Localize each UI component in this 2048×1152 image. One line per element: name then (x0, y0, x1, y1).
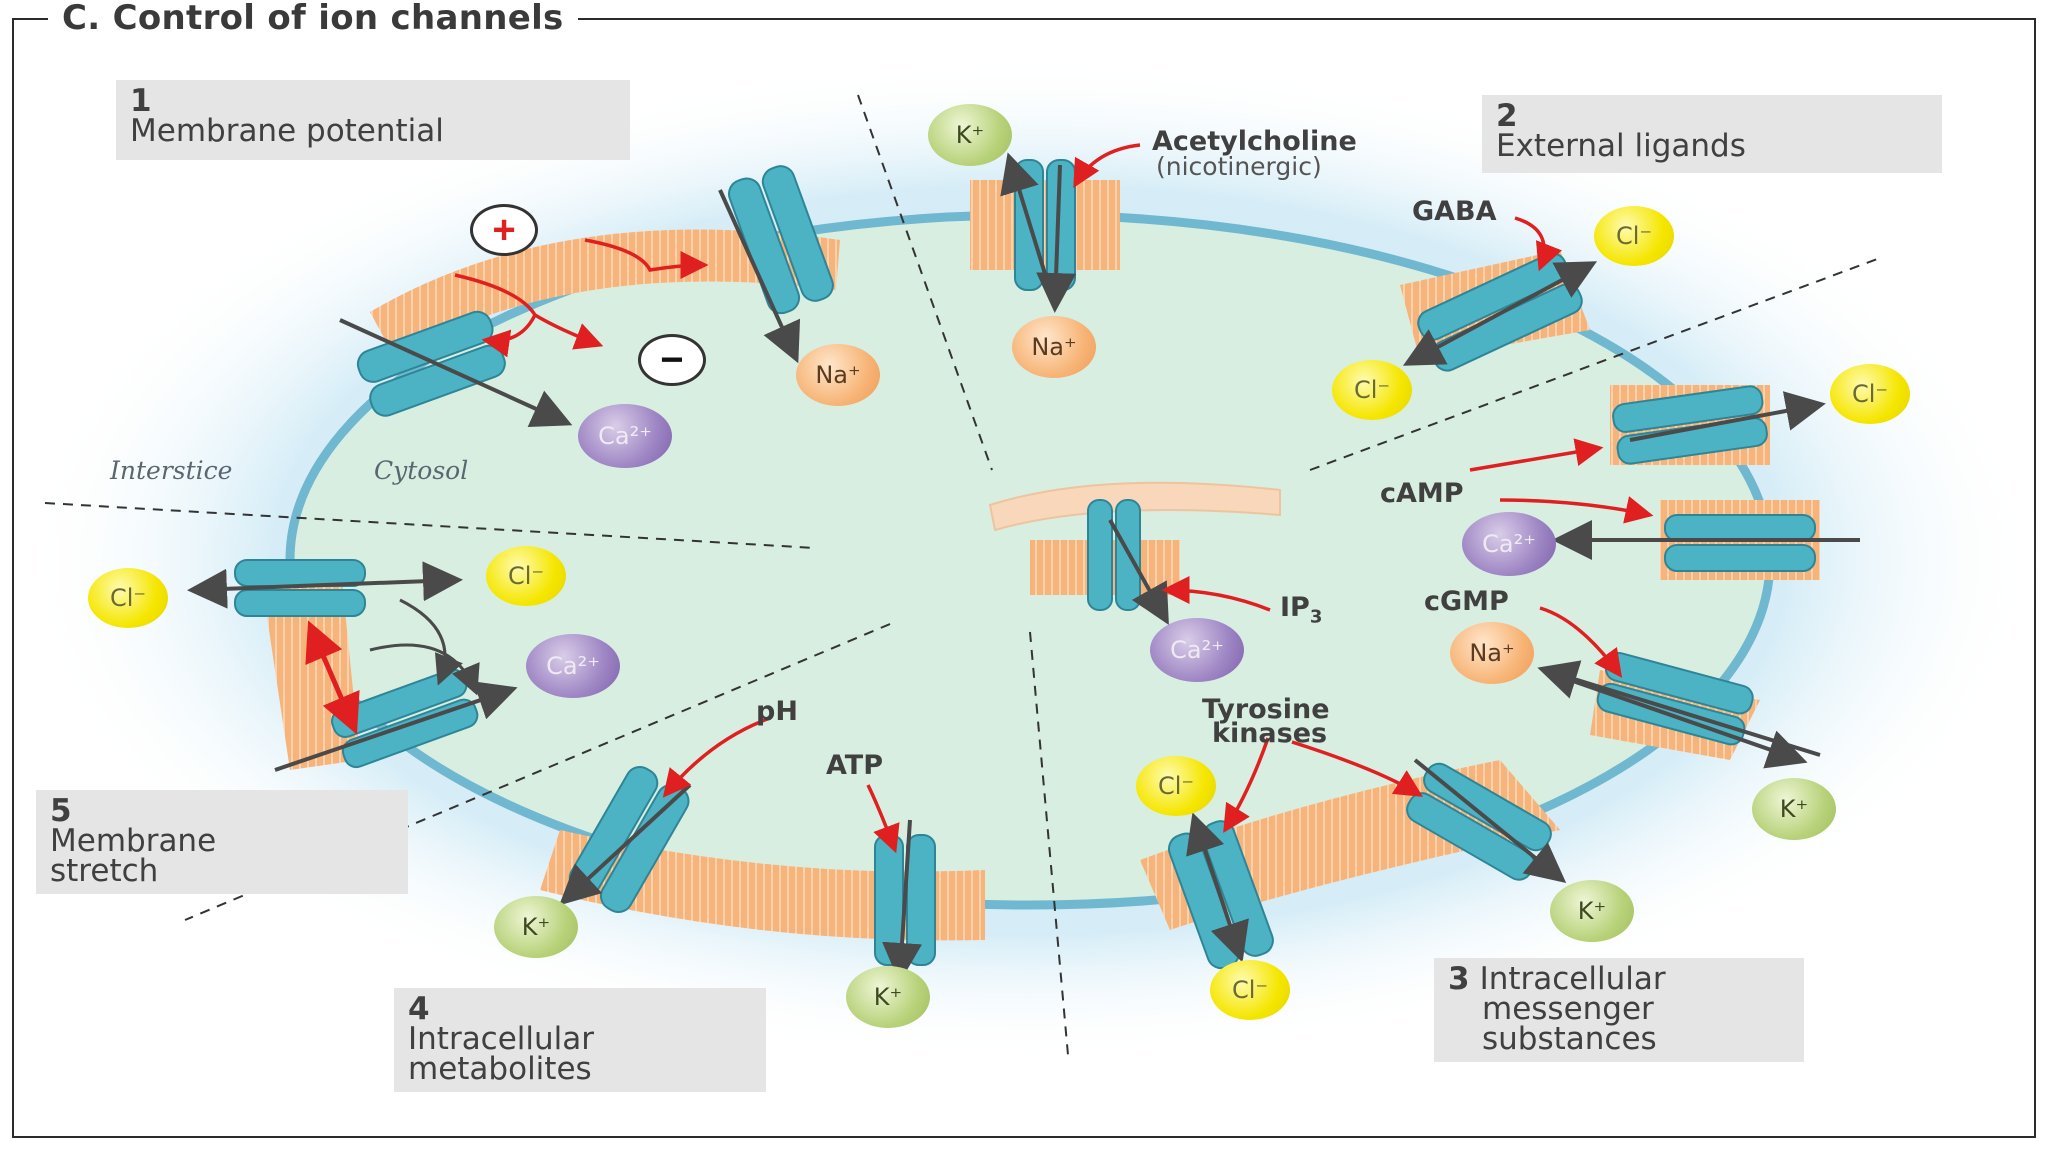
regulator-arrows (305, 143, 1654, 854)
label-atp: ATP (826, 750, 884, 781)
panel-line-1: Intracellular (408, 1021, 595, 1057)
panel-line-2: metabolites (408, 1051, 592, 1087)
panel-text: External ligands (1496, 128, 1746, 164)
plus-sign-icon: + (470, 204, 538, 256)
ion-cl-gaba-out: Cl⁻ (1594, 206, 1674, 266)
label-camp: cAMP (1380, 478, 1464, 509)
label-cgmp: cGMP (1424, 586, 1509, 617)
panel-line-1: Intracellular (1479, 961, 1666, 997)
ion-cl-stretch-out: Cl⁻ (88, 568, 168, 628)
label-ip3: IP3 (1280, 592, 1322, 627)
minus-sign-icon: − (638, 334, 706, 386)
panel-line-1: Membrane (50, 823, 217, 859)
channel-ph (568, 766, 690, 913)
ion-flux-arrows (187, 152, 1860, 983)
panel-number: 1 (130, 83, 152, 119)
panel-line-3: substances (1482, 1021, 1657, 1057)
ion-k-top: K⁺ (928, 104, 1012, 166)
label-gaba: GABA (1412, 196, 1497, 227)
panel-text: Membrane potential (130, 113, 444, 149)
panel-line-2: messenger (1482, 991, 1654, 1027)
ion-ca-camp: Ca²⁺ (1462, 512, 1556, 576)
panel-number: 2 (1496, 98, 1518, 134)
label-acetylcholine: Acetylcholine (1152, 126, 1357, 157)
label-ip3-text: IP (1280, 592, 1310, 623)
ion-ca-upperleft: Ca²⁺ (578, 404, 672, 468)
panel-membrane-potential: 1 Membrane potential (116, 80, 630, 160)
label-interstice: Interstice (110, 456, 233, 485)
figure-title: C. Control of ion channels (62, 0, 564, 38)
minus-sign-text: − (660, 337, 684, 382)
panel-line-2: stretch (50, 853, 159, 889)
channel-atp (874, 834, 936, 966)
ion-cl-tk-top: Cl⁻ (1136, 756, 1216, 816)
label-nicotinergic: (nicotinergic) (1156, 152, 1322, 181)
membrane-segment-2 (970, 180, 1120, 270)
ion-k-ph: K⁺ (494, 896, 578, 958)
ion-cl-camp: Cl⁻ (1830, 364, 1910, 424)
label-ip3-subscript: 3 (1309, 606, 1323, 628)
panel-external-ligands: 2 External ligands (1482, 95, 1942, 173)
label-cytosol: Cytosol (374, 456, 469, 485)
ion-k-tk: K⁺ (1550, 880, 1634, 942)
plus-sign-text: + (492, 207, 516, 252)
label-kinases: kinases (1212, 718, 1328, 749)
figure-title-wrap: C. Control of ion channels (48, 0, 578, 38)
ion-cl-stretch-in: Cl⁻ (486, 546, 566, 606)
ion-cl-gaba-in: Cl⁻ (1332, 360, 1412, 420)
label-ph: pH (756, 696, 798, 727)
ion-na-upperleft: Na⁺ (796, 344, 880, 406)
panel-intracellular-metabolites: 4 Intracellular metabolites (394, 988, 766, 1092)
channel-camp-cl (1612, 385, 1768, 465)
panel-number: 3 (1448, 961, 1470, 997)
panel-membrane-stretch: 5 Membrane stretch (36, 790, 408, 894)
ion-ca-stretch: Ca²⁺ (526, 634, 620, 698)
panel-number: 4 (408, 991, 430, 1027)
panel-number: 5 (50, 793, 72, 829)
ion-na-cgmp: Na⁺ (1450, 622, 1534, 684)
ion-cl-tk-bottom: Cl⁻ (1210, 960, 1290, 1020)
label-tyrosine: Tyrosine (1202, 694, 1330, 725)
ion-k-atp: K⁺ (846, 966, 930, 1028)
ion-ca-ip3: Ca²⁺ (1150, 618, 1244, 682)
ion-k-cgmp: K⁺ (1752, 778, 1836, 840)
membrane-segment-1 (370, 229, 840, 358)
ion-na-top: Na⁺ (1012, 316, 1096, 378)
